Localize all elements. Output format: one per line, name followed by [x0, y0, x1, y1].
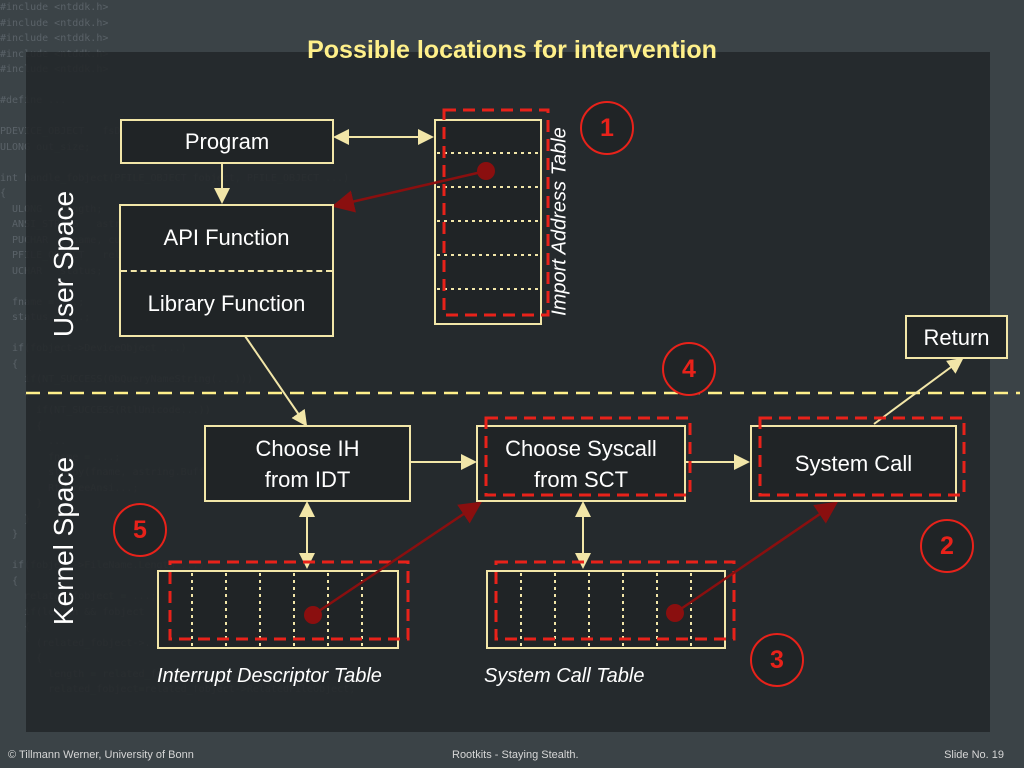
- user-space-label: User Space: [48, 190, 79, 338]
- slide-title: Possible locations for intervention: [307, 36, 717, 64]
- system-call-label: System Call: [794, 451, 913, 476]
- pointer-sct-dot: [666, 604, 684, 622]
- choose-syscall-box: Choose Syscall from SCT: [476, 425, 686, 502]
- marker-3: 3: [750, 633, 804, 687]
- footer-copyright: © Tillmann Werner, University of Bonn: [8, 749, 194, 761]
- idt-hook-region: [168, 560, 410, 641]
- marker-4: 4: [662, 342, 716, 396]
- marker-5: 5: [113, 503, 167, 557]
- return-box: Return: [905, 315, 1008, 359]
- footer-slide-number: Slide No. 19: [944, 749, 1004, 761]
- arrow-library-choose-ih: [244, 335, 308, 427]
- pointer-sct-to-systemcall: [674, 501, 839, 615]
- diagram-connectors: [26, 108, 1020, 649]
- api-library-box: API Function Library Function: [119, 204, 334, 337]
- choose-ih-box: Choose IH from IDT: [204, 425, 411, 502]
- pointer-idt-dot: [304, 606, 322, 624]
- choose-ih-line2: from IDT: [264, 466, 351, 492]
- sct-label: System Call Table: [484, 665, 645, 687]
- marker-2: 2: [920, 519, 974, 573]
- choose-ih-line1: Choose IH: [255, 435, 360, 461]
- sct-hook-region: [494, 560, 736, 641]
- iat-hook-region: [442, 108, 550, 317]
- return-label: Return: [923, 324, 990, 350]
- pointer-idt-to-ih: [312, 501, 483, 617]
- footer-title: Rootkits - Staying Stealth.: [452, 749, 579, 761]
- iat-label: Import Address Table: [548, 127, 571, 316]
- choose-syscall-line1: Choose Syscall: [505, 435, 657, 461]
- pointer-iat-dot: [477, 162, 495, 180]
- idt-label: Interrupt Descriptor Table: [157, 665, 382, 687]
- program-box: Program: [120, 119, 334, 164]
- arrow-systemcall-return: [873, 357, 964, 425]
- pointer-iat-to-api: [331, 169, 487, 213]
- kernel-space-label: Kernel Space: [48, 456, 79, 626]
- footer: © Tillmann Werner, University of Bonn Ro…: [0, 745, 1024, 768]
- sct-table: [486, 570, 726, 649]
- marker-1: 1: [580, 101, 634, 155]
- system-call-box: System Call: [750, 425, 957, 502]
- program-label: Program: [184, 129, 270, 154]
- choose-syscall-line2: from SCT: [533, 466, 629, 492]
- library-function-label: Library Function: [147, 290, 306, 316]
- api-function-label: API Function: [163, 225, 290, 251]
